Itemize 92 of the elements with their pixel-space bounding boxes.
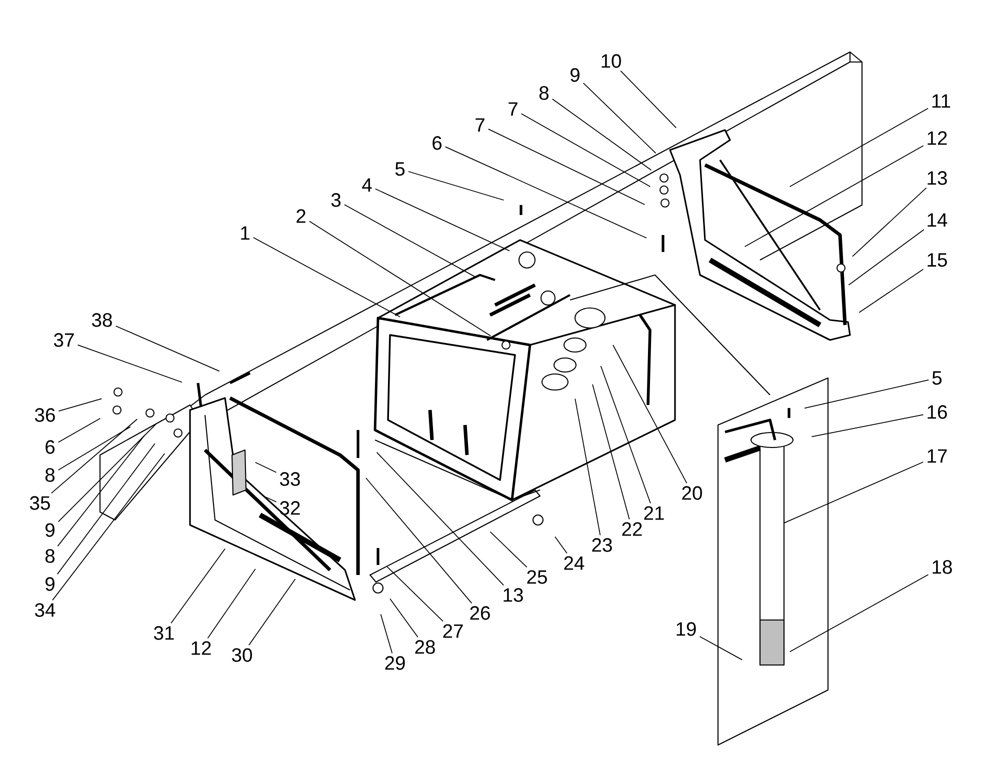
callout-number: 21 bbox=[644, 506, 664, 520]
leader-line bbox=[170, 548, 226, 624]
leader-line bbox=[490, 531, 528, 568]
callout-number: 14 bbox=[928, 213, 948, 227]
callout-number: 7 bbox=[476, 118, 484, 132]
callout-number: 12 bbox=[192, 641, 211, 655]
leader-line bbox=[390, 598, 418, 638]
leader-line bbox=[58, 398, 102, 412]
callout-number: 31 bbox=[154, 626, 174, 640]
callout-number: 18 bbox=[932, 560, 952, 574]
leader-line bbox=[620, 70, 677, 128]
leader-line bbox=[254, 462, 277, 473]
leader-line bbox=[592, 384, 630, 520]
callout-number: 25 bbox=[527, 570, 547, 584]
callout-number: 29 bbox=[385, 656, 405, 670]
callout-number: 38 bbox=[92, 313, 112, 327]
callout-number: 3 bbox=[331, 193, 341, 207]
callout-number: 8 bbox=[45, 549, 55, 563]
leader-line bbox=[366, 478, 472, 604]
leader-line bbox=[600, 366, 651, 504]
callout-number: 13 bbox=[504, 588, 523, 602]
leader-line bbox=[582, 82, 656, 154]
leader-line bbox=[52, 453, 166, 601]
callout-number: 35 bbox=[30, 496, 50, 510]
leader-line bbox=[811, 414, 924, 438]
leader-line bbox=[248, 578, 296, 646]
callout-number: 13 bbox=[928, 171, 947, 185]
leader-line bbox=[252, 237, 400, 318]
leader-line bbox=[386, 566, 444, 622]
leader-line bbox=[612, 344, 688, 484]
callout-number: 8 bbox=[539, 86, 549, 100]
leader-line bbox=[744, 145, 924, 248]
callout-number: 28 bbox=[415, 640, 435, 654]
leader-line bbox=[308, 220, 492, 336]
leader-line bbox=[344, 204, 476, 278]
callout-number: 9 bbox=[46, 577, 54, 591]
callout-number: 17 bbox=[928, 449, 947, 463]
leader-line bbox=[207, 568, 256, 639]
leader-line bbox=[789, 108, 928, 188]
callout-number: 5 bbox=[932, 371, 942, 385]
callout-number: 6 bbox=[46, 440, 55, 454]
callout-number: 12 bbox=[928, 131, 947, 145]
callout-number: 6 bbox=[432, 136, 442, 150]
callout-number: 27 bbox=[443, 624, 463, 638]
leader-line bbox=[552, 98, 652, 171]
callout-number: 20 bbox=[682, 486, 702, 500]
callout-number: 36 bbox=[35, 408, 55, 422]
leader-line bbox=[488, 128, 646, 206]
leader-line bbox=[115, 326, 220, 372]
callout-number: 5 bbox=[395, 162, 405, 176]
leader-line bbox=[574, 398, 601, 536]
leader-line bbox=[408, 171, 504, 201]
callout-number: 19 bbox=[676, 622, 696, 636]
leader-line bbox=[848, 229, 924, 286]
callout-number: 9 bbox=[570, 68, 580, 82]
callout-number: 23 bbox=[592, 538, 612, 552]
leader-line bbox=[520, 113, 651, 188]
callout-number: 1 bbox=[241, 226, 250, 240]
callout-number: 22 bbox=[622, 522, 642, 536]
callout-number: 30 bbox=[232, 648, 252, 662]
leader-line bbox=[56, 443, 156, 575]
callout-number: 7 bbox=[508, 102, 518, 116]
leader-line bbox=[50, 418, 138, 494]
callout-number: 4 bbox=[362, 178, 372, 192]
callout-number: 33 bbox=[280, 472, 300, 486]
leader-line bbox=[789, 574, 929, 652]
leader-line bbox=[380, 614, 393, 654]
callout-number: 24 bbox=[564, 556, 584, 570]
leader-line bbox=[374, 188, 510, 252]
leader-line bbox=[77, 344, 182, 383]
leader-line bbox=[376, 452, 504, 586]
callout-number: 34 bbox=[35, 603, 56, 617]
callout-number: 2 bbox=[296, 209, 306, 223]
leader-line bbox=[783, 462, 924, 524]
leader-line bbox=[858, 268, 924, 313]
callout-number: 16 bbox=[928, 405, 947, 419]
leader-line bbox=[58, 424, 156, 522]
leader-line bbox=[444, 146, 647, 238]
callout-number: 26 bbox=[470, 606, 490, 620]
callout-number: 10 bbox=[602, 54, 621, 68]
leader-line bbox=[58, 418, 101, 443]
leader-line bbox=[804, 379, 930, 409]
callout-number: 9 bbox=[46, 523, 54, 537]
callout-number: 11 bbox=[932, 94, 950, 108]
callout-number: 8 bbox=[45, 468, 55, 482]
leader-line bbox=[554, 536, 568, 554]
callout-number: 37 bbox=[54, 333, 74, 347]
leader-line bbox=[58, 426, 131, 470]
leader-line bbox=[265, 496, 277, 502]
leader-line bbox=[699, 636, 743, 660]
leader-line bbox=[852, 187, 927, 257]
callout-number: 15 bbox=[928, 253, 947, 267]
